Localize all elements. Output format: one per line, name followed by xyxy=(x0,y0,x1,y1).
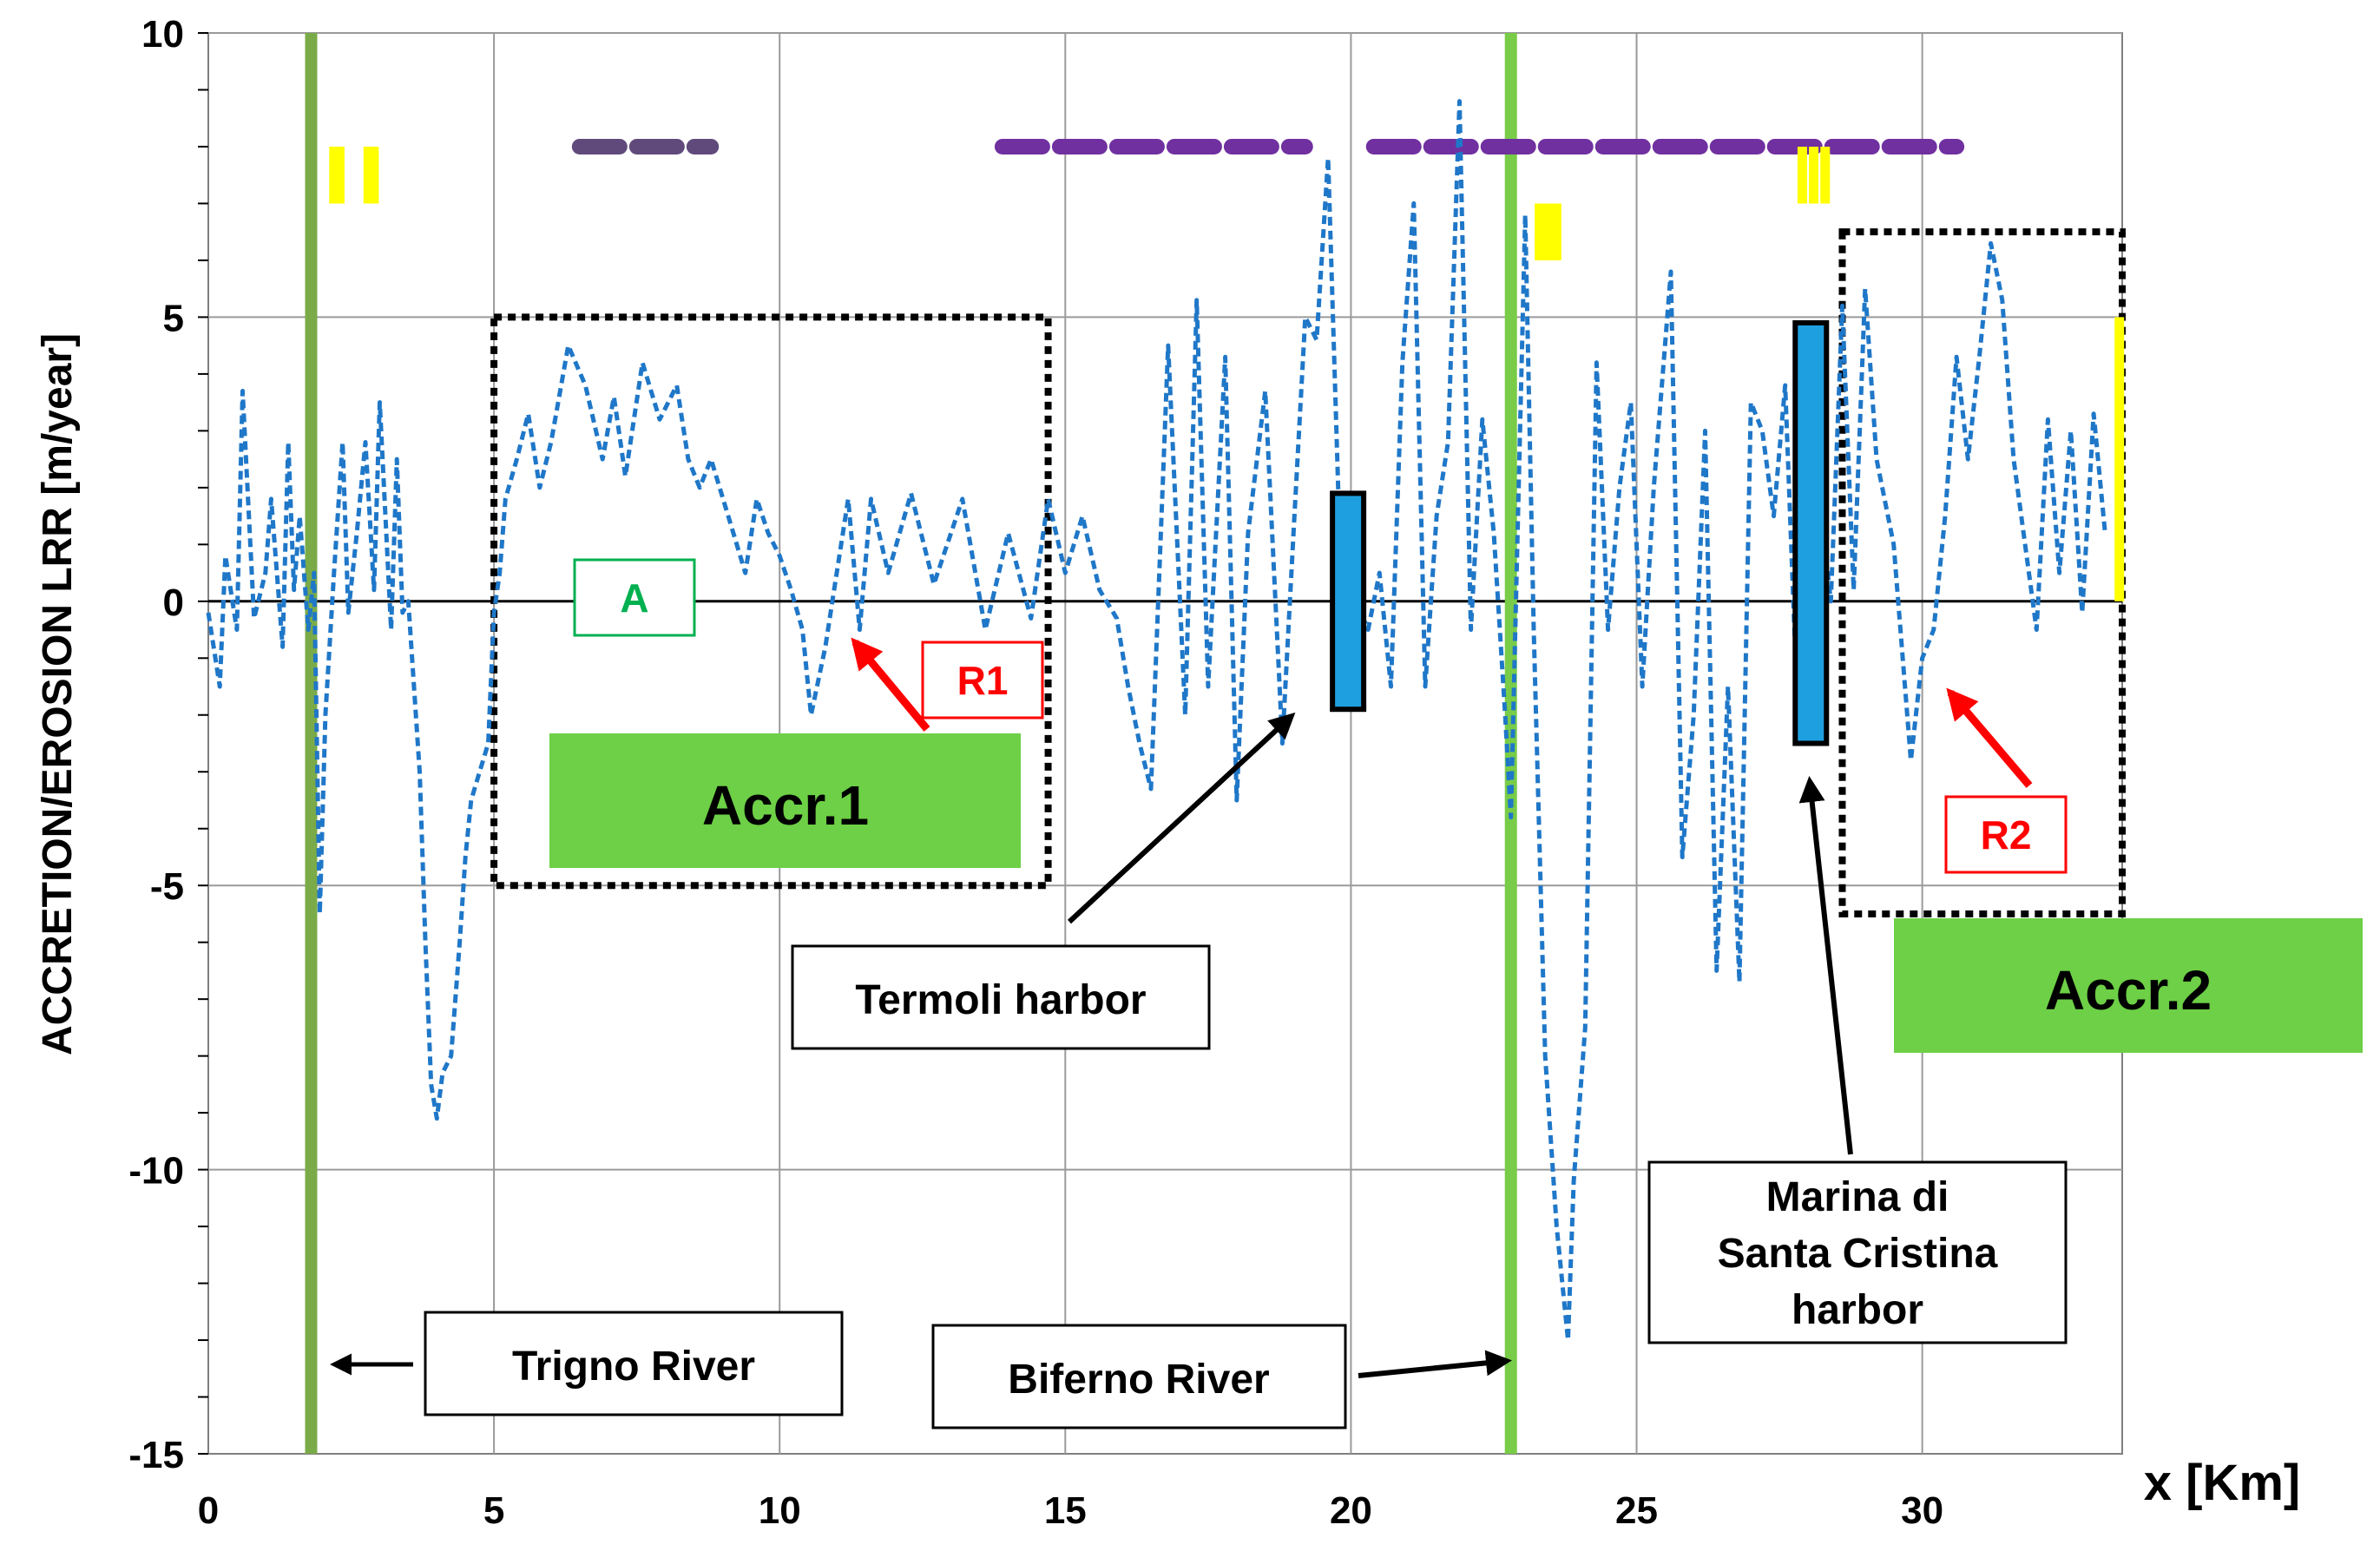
y-tick-label: -5 xyxy=(150,865,184,908)
x-tick-label: 30 xyxy=(1901,1489,1943,1532)
label-r1-text: R1 xyxy=(957,658,1009,703)
y-tick-label: 5 xyxy=(163,297,184,339)
x-tick-label: 0 xyxy=(198,1489,219,1532)
x-tick-label: 25 xyxy=(1615,1489,1658,1532)
label-r2: R2 xyxy=(1944,795,2068,874)
arrow-r2 xyxy=(1946,687,2033,788)
arrows xyxy=(330,637,2033,1378)
annotation-biferno-text: Biferno River xyxy=(1008,1357,1269,1403)
label-accr2-text: Accr.2 xyxy=(2045,959,2212,1022)
harbor-bar xyxy=(1792,319,1830,746)
y-tick-label: 10 xyxy=(141,13,184,56)
y-axis-title: ACCRETION/EROSION LRR [m/year] xyxy=(35,333,81,1055)
arrow-termoli xyxy=(1067,712,1296,924)
dotted-box xyxy=(1838,228,2126,917)
x-tick-label: 20 xyxy=(1330,1489,1372,1532)
label-r2-text: R2 xyxy=(1981,812,2032,858)
ticks: 0 5 10 15 20 25 30 -15 -10 -5 0 5 10 xyxy=(128,13,1943,1532)
label-a-text: A xyxy=(620,575,648,621)
label-a: A xyxy=(573,558,696,637)
label-r1: R1 xyxy=(921,641,1044,720)
label-accr1: Accr.1 xyxy=(549,733,1021,868)
label-accr1-text: Accr.1 xyxy=(702,774,869,837)
y-tick-label: -15 xyxy=(128,1434,184,1476)
annotation-termoli-text: Termoli harbor xyxy=(855,977,1146,1023)
annotation-marina: Marina di Santa Cristina harbor xyxy=(1647,1160,2068,1344)
annotation-trigno-text: Trigno River xyxy=(512,1344,755,1390)
annotation-marina-line2: Santa Cristina xyxy=(1718,1231,1998,1277)
annotation-termoli: Termoli harbor xyxy=(791,944,1211,1050)
arrow-biferno xyxy=(1358,1350,1512,1378)
y-tick-label: 0 xyxy=(163,582,184,624)
x-tick-label: 15 xyxy=(1044,1489,1087,1532)
y-tick-label: -10 xyxy=(128,1150,184,1193)
arrow-r1 xyxy=(851,637,930,732)
overlays-front xyxy=(1330,319,1830,746)
x-tick-label: 10 xyxy=(759,1489,801,1532)
arrow-marina xyxy=(1798,776,1853,1155)
x-tick-label: 5 xyxy=(483,1489,504,1532)
harbor-bar xyxy=(1330,490,1367,713)
series-line xyxy=(206,99,2107,1343)
annotation-trigno: Trigno River xyxy=(424,1311,844,1416)
annotation-marina-line3: harbor xyxy=(1792,1287,1923,1333)
annotation-marina-line1: Marina di xyxy=(1766,1174,1949,1220)
label-accr2: Accr.2 xyxy=(1894,918,2363,1053)
series-layer xyxy=(206,99,2107,1343)
x-axis-title: x [Km] xyxy=(2144,1455,2300,1511)
annotation-biferno: Biferno River xyxy=(931,1324,1347,1429)
